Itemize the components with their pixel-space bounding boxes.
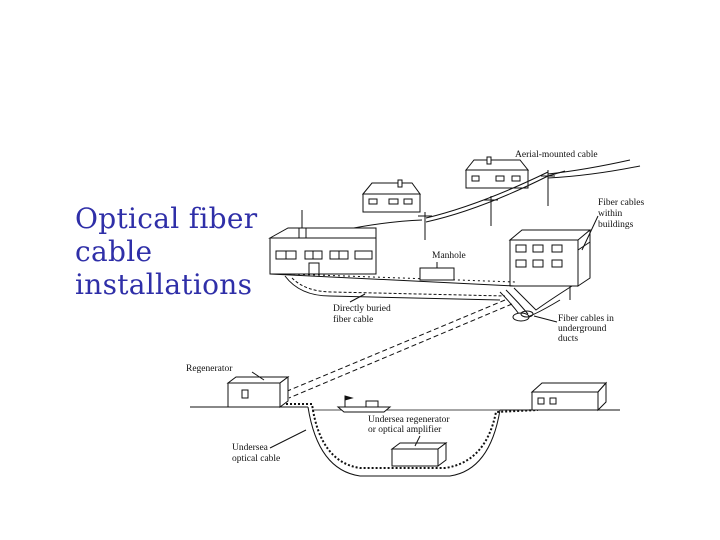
label-buried: Directly buried fiber cable [333,304,393,325]
shore-building [530,381,608,412]
leader-regenerator [251,371,265,381]
label-manhole: Manhole [432,251,466,261]
buried-trench [269,262,516,301]
leader-undersea-cable [269,429,307,449]
label-undersea-cable: Undersea optical cable [232,443,280,464]
undersea-regenerator [390,442,448,467]
label-undersea-regen: Undersea regenerator or optical amplifie… [368,415,452,435]
label-ducts: Fiber cables in underground ducts [558,314,616,344]
leader-buried [349,293,366,303]
building-left [268,210,377,275]
leader-ducts [533,315,558,323]
title-line-3: installations [75,268,253,301]
building-right [508,228,591,300]
slide-title: Optical fiber cable installations [75,202,295,301]
regenerator-box [226,376,290,408]
label-aerial: Aerial-mounted cable [515,150,598,160]
leader-undersea-regen [414,435,421,447]
title-line-1: Optical fiber [75,202,258,235]
house-right [464,156,530,189]
label-regenerator: Regenerator [186,364,233,374]
ship [336,395,392,413]
title-line-2: cable [75,235,153,268]
house-left [361,179,421,213]
undersea-cable [286,403,539,469]
leader-buildings [581,215,599,251]
underground-ducts [499,285,573,322]
leader-aerial [547,170,566,177]
label-fiber-buildings: Fiber cables within buildings [598,198,647,230]
link-to-regenerator [284,299,513,399]
